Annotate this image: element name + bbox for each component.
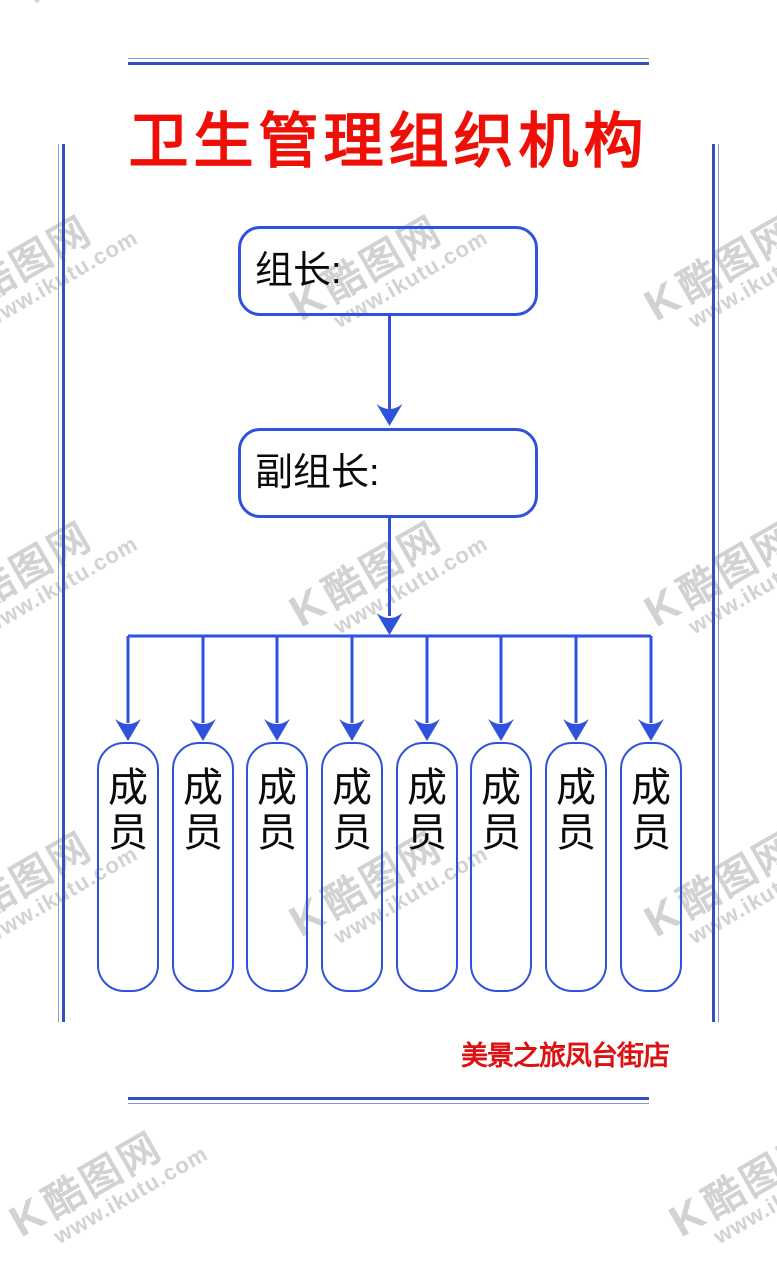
member-label: 成员 (332, 766, 372, 855)
frame-left-thin-line (57, 144, 60, 1022)
member-node: 成员 (470, 742, 532, 992)
frame-top-thin-line (128, 57, 649, 60)
frame-right-thick-line (712, 144, 715, 1022)
member-node: 成员 (396, 742, 458, 992)
member-label: 成员 (481, 766, 521, 855)
member-node: 成员 (545, 742, 607, 992)
frame-top-thick-line (128, 62, 649, 65)
frame-bottom-thick-line (128, 1097, 649, 1100)
deputy-leader-node: 副组长: (238, 428, 538, 518)
member-label: 成员 (556, 766, 596, 855)
leader-node: 组长: (238, 226, 538, 316)
org-chart-connectors (115, 315, 664, 741)
frame-left-thick-line (62, 144, 65, 1022)
member-label: 成员 (257, 766, 297, 855)
member-node: 成员 (97, 742, 159, 992)
leader-label: 组长: (255, 250, 342, 292)
member-node: 成员 (246, 742, 308, 992)
page-title: 卫生管理组织机构 (128, 108, 649, 175)
deputy-leader-label: 副组长: (255, 452, 380, 494)
frame-right-thin-line (717, 144, 720, 1022)
member-node: 成员 (620, 742, 682, 992)
member-node: 成员 (321, 742, 383, 992)
arrowhead-icons (115, 404, 664, 741)
member-node: 成员 (172, 742, 234, 992)
member-label: 成员 (631, 766, 671, 855)
member-label: 成员 (407, 766, 447, 855)
member-label: 成员 (183, 766, 223, 855)
store-name: 美景之旅凤台街店 (461, 1041, 670, 1071)
member-label: 成员 (108, 766, 148, 855)
frame-bottom-thin-line (128, 1102, 649, 1105)
